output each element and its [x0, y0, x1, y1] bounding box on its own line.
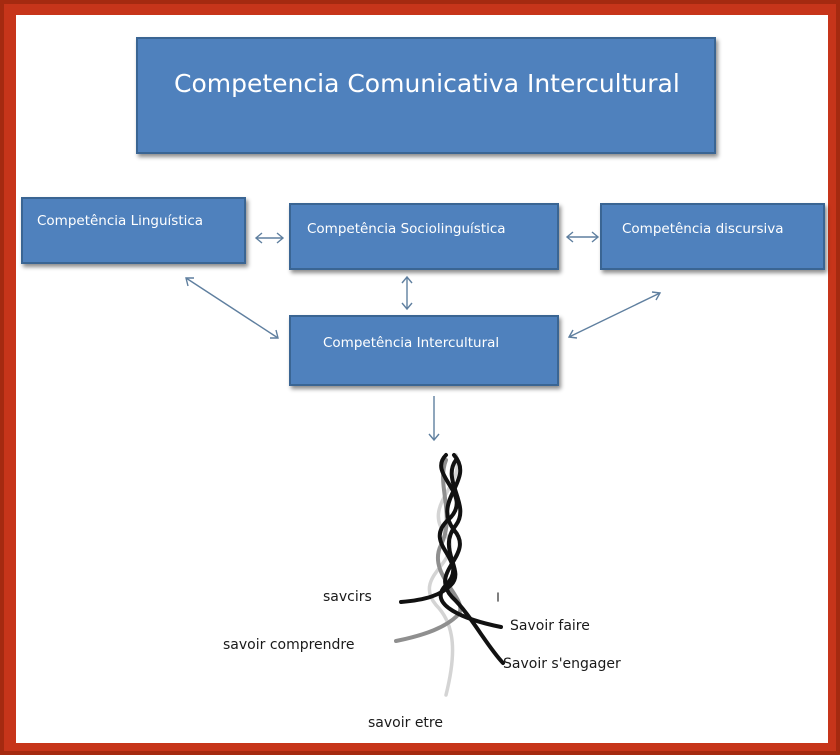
- title-box: Competencia Comunicativa Intercultural: [136, 37, 716, 154]
- label-savoir-engager: Savoir s'engager: [503, 656, 621, 672]
- braid-illustration: [394, 453, 505, 697]
- strand-black-3: [399, 458, 463, 604]
- label-savoir-etre: savoir etre: [368, 715, 443, 731]
- discursive-competence-label: Competência discursiva: [622, 221, 784, 237]
- strand-black-1: [437, 453, 503, 629]
- arrow-socio-inter: [401, 275, 413, 311]
- arrow-ling-inter: [185, 277, 279, 339]
- discursive-competence-box: Competência discursiva: [600, 203, 825, 270]
- label-savoirs: savcirs: [323, 589, 372, 605]
- linguistic-competence-label: Competência Linguística: [37, 213, 204, 229]
- sociolinguistic-competence-label: Competência Sociolinguística: [307, 221, 506, 237]
- intercultural-competence-box: Competência Intercultural: [289, 315, 559, 386]
- arrow-ling-socio: [254, 232, 285, 244]
- label-savoir-comprendre: savoir comprendre: [223, 637, 355, 653]
- arrow-disc-inter: [567, 291, 662, 339]
- intercultural-competence-label: Competência Intercultural: [323, 335, 500, 351]
- connector-arrows: [185, 231, 662, 442]
- arrow-socio-disc: [565, 231, 600, 243]
- sociolinguistic-competence-box: Competência Sociolinguística: [289, 203, 559, 270]
- connectors-and-braid: [185, 231, 662, 697]
- linguistic-competence-box: Competência Linguística: [21, 197, 246, 264]
- title-text: Competencia Comunicativa Intercultural: [174, 69, 680, 98]
- label-savoir-faire: Savoir faire: [510, 618, 590, 634]
- arrow-inter-braid: [428, 396, 440, 442]
- diagram-canvas: Competencia Comunicativa Intercultural C…: [16, 15, 828, 743]
